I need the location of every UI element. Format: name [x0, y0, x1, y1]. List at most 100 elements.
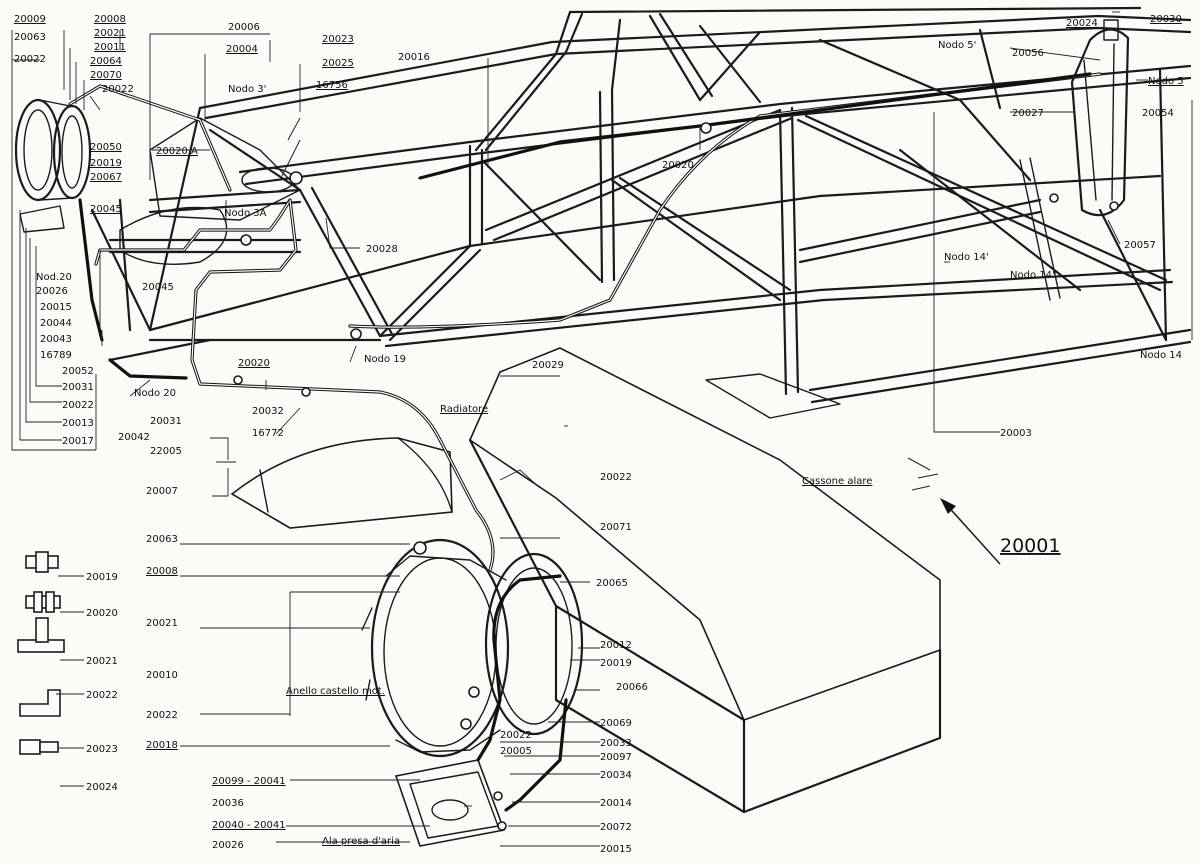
rear-tank: [1070, 19, 1130, 217]
label-20036: 20036: [212, 798, 244, 809]
label-16772: 16772: [252, 428, 284, 439]
oil-tank: [14, 98, 92, 233]
label-20021: 20021: [94, 28, 126, 39]
label-20025: 20025: [322, 58, 354, 69]
label-nodo14pp: Nodo 14": [1010, 270, 1057, 281]
legend-label-20021: 20021: [86, 656, 118, 667]
label-20003: 20003: [1000, 428, 1032, 439]
label-20057: 20057: [1124, 240, 1156, 251]
label-20029: 20029: [532, 360, 564, 371]
label-20011: 20011: [94, 42, 126, 53]
firewall: [119, 117, 301, 265]
label-20045b: 20045: [142, 282, 174, 293]
label-nodo20a: Nod.20: [36, 272, 72, 283]
label-nodo14: Nodo 14: [1140, 350, 1182, 361]
label-20020b: 20020: [662, 160, 694, 171]
label-20022: 20022: [14, 54, 46, 65]
label-20066: 20066: [616, 682, 648, 693]
label-20022e: 20022: [146, 710, 178, 721]
label-20030: 20030: [1150, 14, 1182, 25]
label-20099-20041: 20099 - 20041: [212, 776, 286, 787]
engine-mount-ring: [361, 538, 584, 758]
leader-lines: [11, 11, 1193, 847]
pipe-fittings: [233, 122, 1119, 831]
label-20004: 20004: [226, 44, 258, 55]
label-20016: 20016: [398, 52, 430, 63]
label-20063b: 20063: [146, 534, 178, 545]
label-20012: 20012: [600, 640, 632, 651]
coolant-piping: [68, 72, 1102, 812]
label-20007: 20007: [146, 486, 178, 497]
inline-union-icon: [25, 591, 84, 613]
radiator: [230, 437, 453, 529]
label-20028: 20028: [366, 244, 398, 255]
label-20019b: 20019: [600, 658, 632, 669]
label-20021b: 20021: [146, 618, 178, 629]
label-nodo20: Nodo 20: [134, 388, 176, 399]
label-20070: 20070: [90, 70, 122, 81]
part-labels: 20009 20008 20063 20021 20011 20022 2006…: [14, 14, 1184, 855]
label-nodo3: Nodo 3': [228, 84, 266, 95]
label-20050: 20050: [90, 142, 122, 153]
label-20032: 20032: [252, 406, 284, 417]
label-20063: 20063: [14, 32, 46, 43]
label-20034: 20034: [600, 770, 632, 781]
label-20042: 20042: [118, 432, 150, 443]
air-intake: [394, 759, 506, 847]
fuselage-frame: [90, 6, 1192, 404]
label-20024: 20024: [1066, 18, 1098, 29]
label-20069: 20069: [600, 718, 632, 729]
label-radiatore: Radiatore: [440, 404, 488, 415]
label-ala-presa-aria: Ala presa d'aria: [322, 836, 400, 847]
legend-label-20020: 20020: [86, 608, 118, 619]
label-20019: 20019: [90, 158, 122, 169]
label-20022f: 20022: [500, 730, 532, 741]
label-16789: 16789: [40, 350, 72, 361]
label-20097: 20097: [600, 752, 632, 763]
reducer-fitting-icon: [19, 739, 84, 755]
label-20040-20041: 20040 - 20041: [212, 820, 286, 831]
label-20052: 20052: [62, 366, 94, 377]
label-20043: 20043: [40, 334, 72, 345]
label-20008: 20008: [94, 14, 126, 25]
label-20031b: 20031: [150, 416, 182, 427]
label-20006: 20006: [228, 22, 260, 33]
label-nodo19: Nodo 19: [364, 354, 406, 365]
label-20065: 20065: [596, 578, 628, 589]
label-20067: 20067: [90, 172, 122, 183]
label-20022d: 20022: [600, 472, 632, 483]
label-20033: 20033: [600, 738, 632, 749]
legend-label-20019: 20019: [86, 572, 118, 583]
label-anello-castello: Anello castello mot.: [286, 686, 385, 697]
tee-fitting-icon: [17, 617, 84, 661]
label-20005: 20005: [500, 746, 532, 757]
label-nodo3a: Nodo 3A: [224, 208, 267, 219]
label-20018: 20018: [146, 740, 178, 751]
label-20023: 20023: [322, 34, 354, 45]
label-20015b: 20015: [600, 844, 632, 855]
straight-coupling-icon: [25, 551, 84, 577]
label-20001: 20001: [1000, 535, 1060, 557]
elbow-fitting-icon: [19, 689, 84, 717]
label-20054: 20054: [1142, 108, 1174, 119]
label-20071: 20071: [600, 522, 632, 533]
label-20031: 20031: [62, 382, 94, 393]
label-cassone-alare: Cassone alare: [802, 476, 872, 487]
label-nodo5p: Nodo 5': [938, 40, 976, 51]
label-20008b: 20008: [146, 566, 178, 577]
label-20022b: 20022: [102, 84, 134, 95]
label-20022c: 20022: [62, 400, 94, 411]
label-20010: 20010: [146, 670, 178, 681]
label-20072: 20072: [600, 822, 632, 833]
label-nodo14p: Nodo 14': [944, 252, 989, 263]
wing-box: [468, 347, 942, 814]
label-22005: 22005: [150, 446, 182, 457]
label-20044: 20044: [40, 318, 72, 329]
label-20013: 20013: [62, 418, 94, 429]
arrow-20001: [907, 457, 1001, 565]
label-20015: 20015: [40, 302, 72, 313]
legend-label-20023: 20023: [86, 744, 118, 755]
label-nodo5: Nodo 5: [1148, 76, 1184, 87]
label-20026b: 20026: [212, 840, 244, 851]
